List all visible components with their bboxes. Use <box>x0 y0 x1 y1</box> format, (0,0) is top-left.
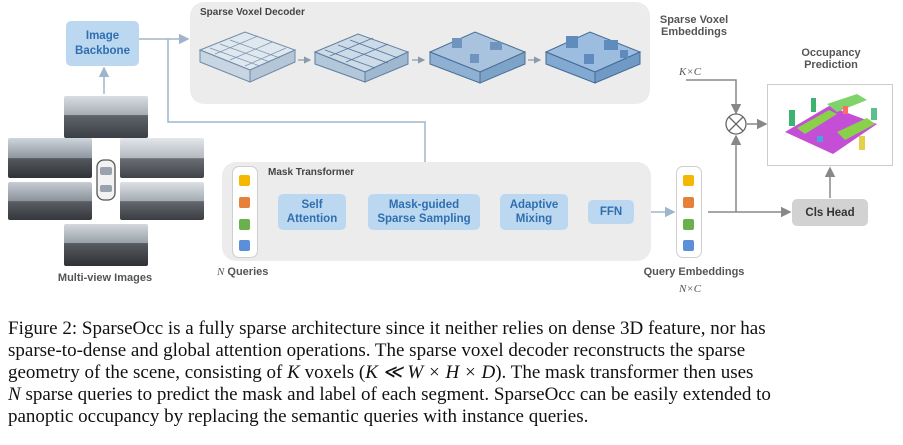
occupancy-prediction-image <box>767 84 893 166</box>
sparse-voxel-embeddings-line1: Sparse Voxel <box>659 14 729 26</box>
n-queries-label: N Queries <box>217 266 268 278</box>
adaptive-mixing-box: Adaptive Mixing <box>500 194 568 230</box>
caption-line-4: N sparse queries to predict the mask and… <box>8 384 896 406</box>
query-embeddings-label: Query Embeddings <box>643 266 745 278</box>
occupancy-prediction-line1: Occupancy <box>801 47 861 59</box>
multi-view-images-label: Multi-view Images <box>57 272 153 284</box>
ffn-label: FFN <box>599 205 623 218</box>
caption-line-3: geometry of the scene, consisting of K v… <box>8 362 896 384</box>
n-queries-column <box>232 166 258 258</box>
voxel-stage-2 <box>313 33 410 83</box>
figure-caption: Figure 2: SparseOcc is a fully sparse ar… <box>8 318 896 428</box>
image-backbone-line1: Image <box>85 30 120 43</box>
image-backbone-box: Image Backbone <box>66 21 139 66</box>
voxel-stage-1 <box>198 31 297 83</box>
caption-line-1: Figure 2: SparseOcc is a fully sparse ar… <box>8 318 766 339</box>
caption-n-symbol: N <box>8 384 21 405</box>
caption-line-4-b: sparse queries to predict the mask and l… <box>20 384 771 405</box>
camera-image-back <box>64 224 148 266</box>
arrow-voxel-embeddings-to-multiply <box>686 79 742 115</box>
adaptive-mixing-line1: Adaptive <box>509 198 559 211</box>
query-token-yellow <box>239 175 250 186</box>
n-queries-symbol: N <box>217 266 225 278</box>
voxel-stage-3 <box>428 31 527 84</box>
mask-transformer-title: Mask Transformer <box>268 167 355 178</box>
camera-image-front-right <box>120 138 204 178</box>
camera-image-front-left <box>8 138 92 178</box>
mask-guided-sampling-line2: Sparse Sampling <box>377 213 471 225</box>
occupancy-prediction-line2: Prediction <box>804 59 858 71</box>
caption-line-3-b: voxels ( <box>299 362 366 383</box>
image-backbone-line2: Backbone <box>75 44 130 57</box>
n-by-c-label: N×C <box>679 283 702 295</box>
embedding-token-yellow <box>683 175 694 186</box>
query-token-green <box>239 219 250 230</box>
embedding-token-orange <box>683 197 694 208</box>
caption-line-3-a: geometry of the scene, consisting of <box>8 362 288 383</box>
cls-head-box: Cls Head <box>792 199 868 226</box>
voxel-stage-4 <box>544 31 642 84</box>
caption-line-5: panoptic occupancy by replacing the sema… <box>8 406 589 427</box>
camera-image-back-left <box>8 182 92 220</box>
caption-expression: K ≪ W × H × D <box>365 362 496 383</box>
query-token-blue <box>239 240 250 251</box>
sparse-voxel-embeddings-line2: Embeddings <box>660 26 727 38</box>
mask-guided-sampling-line1: Mask-guided <box>388 198 460 211</box>
cls-head-label: Cls Head <box>805 206 855 219</box>
sparse-voxel-embeddings-label: Sparse Voxel Embeddings <box>650 14 738 38</box>
camera-image-front <box>64 96 148 138</box>
caption-line-3-c: ). The mask transformer then uses <box>495 362 754 383</box>
embedding-token-blue <box>683 240 694 251</box>
k-by-c-label: K×C <box>679 66 702 78</box>
mask-guided-sampling-box: Mask-guided Sparse Sampling <box>368 194 480 230</box>
n-queries-text: Queries <box>227 266 269 278</box>
embedding-token-green <box>683 219 694 230</box>
arrow-backbone-to-sampling <box>167 39 431 188</box>
caption-line-2: sparse-to-dense and global attention ope… <box>8 340 746 361</box>
self-attention-line1: Self <box>301 198 323 211</box>
query-embeddings-column <box>676 166 702 258</box>
caption-k-symbol: K <box>287 362 300 383</box>
ffn-box: FFN <box>588 200 634 224</box>
self-attention-box: Self Attention <box>278 194 346 230</box>
occupancy-prediction-label: Occupancy Prediction <box>785 47 877 71</box>
query-token-orange <box>239 197 250 208</box>
sparse-voxel-decoder-title: Sparse Voxel Decoder <box>200 7 305 18</box>
self-attention-line2: Attention <box>286 213 338 225</box>
camera-image-back-right <box>120 182 204 220</box>
ego-car-icon <box>96 159 116 201</box>
voxel-stages-illustration <box>198 31 642 84</box>
adaptive-mixing-line2: Mixing <box>515 213 553 225</box>
